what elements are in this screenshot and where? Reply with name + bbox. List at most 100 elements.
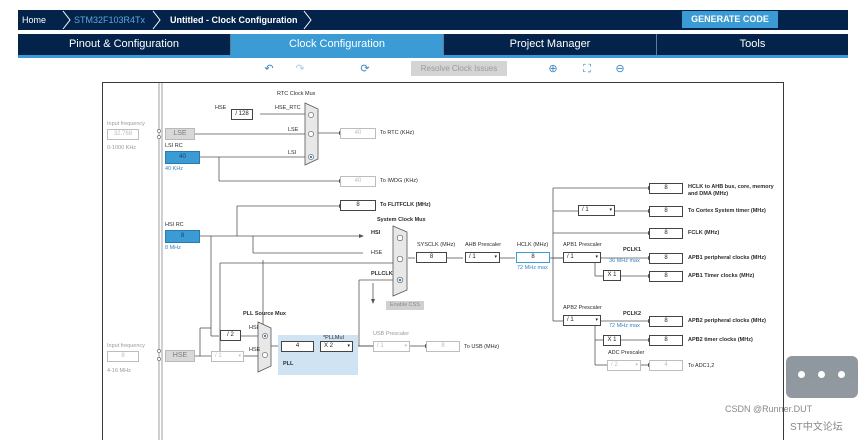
cortex-timer-divider-select[interactable]: / 1▾ [578,205,615,216]
chevron-down-icon: ▾ [609,207,612,213]
lse-input-frequency[interactable]: 32.768 [107,129,139,140]
breadcrumb-project[interactable]: Untitled - Clock Configuration [170,15,298,25]
zoom-in-icon[interactable]: ⊕ [548,63,558,75]
hse-range: 4-16 MHz [107,368,131,374]
sysmux-hsi-label: HSI [371,230,381,236]
pclk1-label: PCLK1 [623,247,642,253]
tab-tools[interactable]: Tools [739,38,766,50]
output-apb2-periph-value[interactable]: 8 [649,316,683,327]
to-flitfclk-label: To FLITFCLK (MHz) [380,202,431,208]
tab-pinout[interactable]: Pinout & Configuration [18,34,231,55]
output-apb1-periph-label: APB1 peripheral clocks (MHz) [688,255,766,261]
tab-project-manager[interactable]: Project Manager [444,34,657,55]
apb2-prescaler-value: / 1 [567,317,574,323]
hsi-rc-label: HSI RC [165,222,184,228]
forum-logo-icon [786,356,858,398]
breadcrumb-home[interactable]: Home [22,15,47,25]
apb2-prescaler-select[interactable]: / 1 ▾ [563,315,601,326]
apb1-prescaler-value: / 1 [567,254,574,260]
hclk-label: HCLK (MHz) [517,242,549,248]
pll-source-mux-title: PLL Source Mux [243,311,286,317]
lsi-rc-label: LSI RC [165,143,183,149]
pclk2-max: 72 MHz max [609,323,640,329]
sysmux-pllclk-label: PLLCLK [371,271,393,277]
fit-screen-icon[interactable]: ⛶ [583,63,591,75]
hclk-value[interactable]: 8 [516,252,550,263]
output-apb1-timer-value[interactable]: 8 [649,271,683,282]
breadcrumb: Home STM32F103R4Tx Untitled - Clock Conf… [18,10,848,30]
pllsrc-hsi-label: HSI [249,325,259,331]
chevron-right-icon [152,10,161,30]
watermark-forum: ST中文论坛 [790,422,843,433]
output-apb2-timer-label: APB2 timer clocks (MHz) [688,337,753,343]
chevron-down-icon: ▾ [238,353,241,359]
rtc-lsi-label: LSI [288,150,297,156]
tab-underline [18,55,848,58]
watermark-csdn: CSDN @Runner.DUT [725,404,813,414]
output-hclk-value[interactable]: 8 [649,183,683,194]
resolve-clock-issues-button[interactable]: Resolve Clock Issues [411,61,507,76]
system-clock-mux-title: System Clock Mux [377,217,426,223]
pll-label: PLL [283,361,294,367]
pclk2-label: PCLK2 [623,311,642,317]
output-fclk-value[interactable]: 8 [649,228,683,239]
zoom-out-icon[interactable]: ⊖ [615,63,625,75]
output-cortex-value[interactable]: 8 [649,206,683,217]
output-fclk-label: FCLK (MHz) [688,230,720,236]
ahb-prescaler-label: AHB Prescaler [465,242,502,248]
rtc-hse-label: HSE [215,105,227,111]
chevron-down-icon: ▾ [404,343,407,349]
lse-range: 0-1000 KHz [107,145,137,151]
output-apb2-periph-label: APB2 peripheral clocks (MHz) [688,318,766,324]
redo-icon[interactable]: ↷ [295,63,305,75]
enable-css-button[interactable]: Enable CSS [386,301,424,310]
apb1-prescaler-select[interactable]: / 1 ▾ [563,252,601,263]
pll-hsi-div2: / 2 [220,330,241,341]
pllmul-value: X 2 [324,343,334,349]
apb1-prescaler-label: APB1 Prescaler [563,242,602,248]
hse-input-label: Input frequency [107,343,145,349]
sysclk-value[interactable]: 8 [416,252,447,263]
output-apb2-timer-value[interactable]: 8 [649,335,683,346]
flitfclk-output-value: 8 [340,200,376,211]
refresh-icon[interactable]: ⟳ [360,63,370,75]
usb-prescaler-value: / 1 [377,343,384,349]
hse-source-block: HSE [165,350,195,362]
apb1-timer-multiplier: X 1 [603,270,621,281]
pllsrc-hse-label: HSE [249,347,261,353]
clock-tree-diagram: Input frequency 32.768 0-1000 KHz LSE LS… [102,82,784,440]
pllmul-select[interactable]: X 2▾ [320,341,353,352]
hsi-rc-block: 8 [165,230,200,243]
output-apb1-periph-value[interactable]: 8 [649,253,683,264]
usb-prescaler-select[interactable]: / 1 ▾ [373,341,410,352]
output-cortex-label: To Cortex System timer (MHz) [688,208,766,214]
chevron-down-icon: ▾ [595,317,598,323]
adc-prescaler-select[interactable]: / 2▾ [607,360,641,371]
output-hclk-label: HCLK to AHB bus, core, memory and DMA (M… [688,184,774,197]
ahb-prescaler-value: / 1 [469,254,476,260]
hse-input-frequency[interactable]: 8 [107,351,139,362]
adc-output-value: 4 [649,360,683,371]
lsi-rc-frequency: 40 KHz [165,166,184,172]
ahb-prescaler-select[interactable]: / 1 ▾ [465,252,500,263]
hse-prediv-select[interactable]: / 1▾ [211,351,244,362]
chevron-down-icon: ▾ [595,254,598,260]
generate-code-button[interactable]: GENERATE CODE [682,11,778,28]
chevron-down-icon: ▾ [494,254,497,260]
sysmux-hse-label: HSE [371,250,383,256]
apb2-timer-multiplier: X 1 [603,335,621,346]
rtc-div128-box: / 128 [231,109,253,120]
tab-clock-configuration[interactable]: Clock Configuration [231,34,444,55]
lse-input-label: Input frequency [107,121,145,127]
rtc-output-value: 40 [340,128,376,139]
undo-icon[interactable]: ↶ [264,63,274,75]
usb-output-value: 8 [426,341,460,352]
hclk-max: 72 MHz max [517,265,548,271]
breadcrumb-chip[interactable]: STM32F103R4Tx [74,15,146,25]
adc-prescaler-value: / 2 [611,362,618,368]
output-apb1-timer-label: APB1 Timer clocks (MHz) [688,273,755,279]
pll-input-value: 4 [281,341,314,352]
lsi-rc-block: 40 [165,151,200,164]
to-adc-label: To ADC1,2 [688,363,715,369]
to-iwdg-label: To IWDG (KHz) [380,178,418,184]
